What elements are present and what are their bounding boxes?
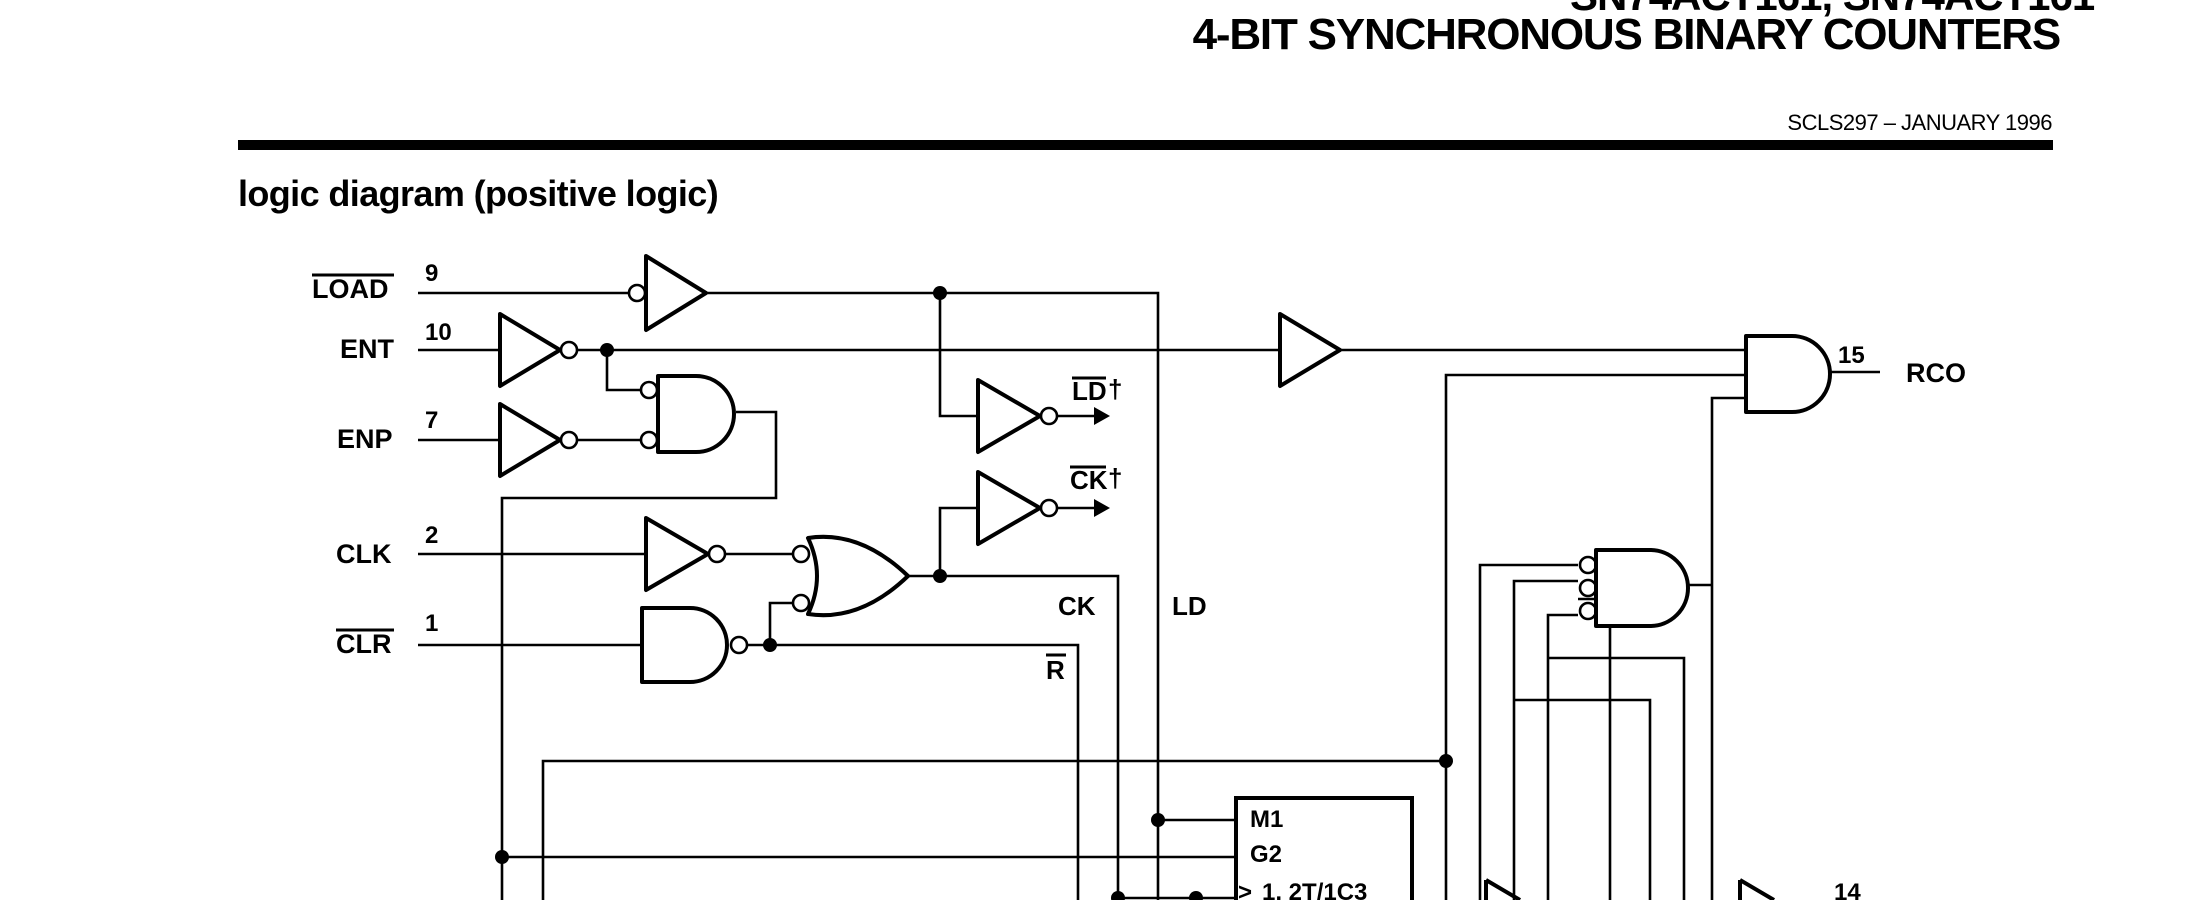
ent-label: ENT xyxy=(340,334,395,364)
clk-input-inverter xyxy=(644,516,727,592)
block-labels: M1 G2 > 1, 2T/1C3 xyxy=(1238,806,1367,900)
r-bar-label: R xyxy=(1046,655,1065,685)
rco-label: RCO xyxy=(1906,358,1966,388)
part-number-title: SN74ACT161, SN74ACT161 xyxy=(1570,0,2095,20)
input-labels: LOAD 9 ENT 10 ENP 7 CLK 2 CLR 1 xyxy=(312,260,452,659)
block-clock-symbol: > xyxy=(1238,879,1252,900)
bottom-buffers xyxy=(1484,878,1776,900)
junction-dots xyxy=(495,286,1453,900)
section-heading: logic diagram (positive logic) xyxy=(238,173,719,214)
ld-dagger: † xyxy=(1108,374,1122,404)
enp-pin: 7 xyxy=(425,407,438,434)
ck-output-inverter xyxy=(976,470,1110,546)
ck-dagger: † xyxy=(1108,463,1122,493)
clr-and-gate xyxy=(640,606,749,684)
block-clock-dep: 1, 2T/1C3 xyxy=(1262,879,1367,900)
header-rule xyxy=(238,140,2053,150)
terminal-count-and-gate xyxy=(1578,548,1690,628)
clock-or-gate xyxy=(791,534,910,618)
document-title: 4-BIT SYNCHRONOUS BINARY COUNTERS xyxy=(1192,10,2062,59)
block-g2: G2 xyxy=(1250,841,1282,868)
ld-label: LD xyxy=(1172,591,1207,621)
bottom-pin: 14 xyxy=(1834,879,1861,900)
clr-label: CLR xyxy=(336,629,392,659)
ent-pin: 10 xyxy=(425,319,452,346)
enable-and-gate xyxy=(639,374,736,454)
ck-bar-label: CK xyxy=(1070,465,1108,495)
enp-label: ENP xyxy=(337,424,393,454)
ld-bar-label: LD xyxy=(1072,376,1107,406)
internal-labels: LD † CK † CK LD R xyxy=(1046,374,1207,685)
wires xyxy=(418,291,1880,900)
ck-label: CK xyxy=(1058,591,1096,621)
clr-pin: 1 xyxy=(425,610,438,637)
ld-output-inverter xyxy=(976,378,1110,454)
output-labels: 15 RCO xyxy=(1838,342,1966,388)
clk-pin: 2 xyxy=(425,522,438,549)
load-input-buffer xyxy=(627,254,708,332)
rco-and-gate xyxy=(1744,334,1832,414)
rco-pin: 15 xyxy=(1838,342,1865,369)
counter-stage-block xyxy=(1234,796,1414,900)
document-reference: SCLS297 – JANUARY 1996 xyxy=(1787,110,2052,135)
ent-input-inverter xyxy=(498,312,579,388)
block-m1: M1 xyxy=(1250,806,1283,833)
clk-label: CLK xyxy=(336,539,392,569)
load-pin: 9 xyxy=(425,260,438,287)
load-label: LOAD xyxy=(312,274,389,304)
enp-input-inverter xyxy=(498,402,579,478)
ent-to-rco-buffer xyxy=(1278,312,1342,388)
